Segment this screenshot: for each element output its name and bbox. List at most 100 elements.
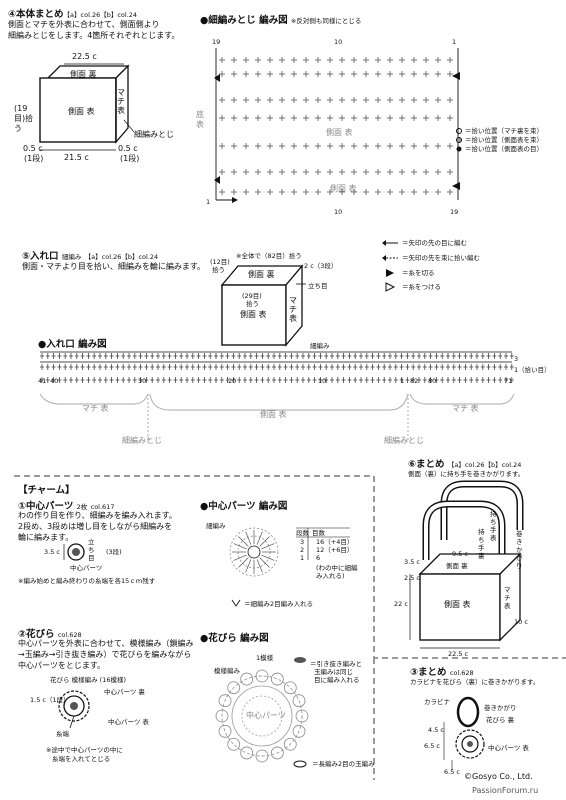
section4-desc2: 細編みとじをします。4箇所それぞれとじます。 <box>8 31 180 40</box>
label-side-front-chart2: 側面 表 <box>330 184 357 193</box>
center-stitch <box>259 536 270 547</box>
p2-title: ②花びら col.628 <box>18 629 82 640</box>
petal-lobe <box>283 681 297 695</box>
d65b: 6.5 c <box>444 768 460 776</box>
row-1: 1（拾い目） <box>514 366 551 374</box>
label-pick19: (19目)拾う <box>14 104 34 133</box>
center-stitch <box>261 554 275 561</box>
center-front: 中心パーツ 表 <box>488 744 529 752</box>
p1-d3: 輪に編みます。 <box>18 533 74 542</box>
karabina: カラビナ <box>424 698 450 706</box>
seam-b1: 1 <box>206 198 211 206</box>
petal-lobe <box>255 749 269 763</box>
center-stitch <box>238 536 249 547</box>
p1-start: 立ち目 <box>88 538 95 562</box>
seam-n1: 1 <box>452 38 457 46</box>
row2-n: 2 <box>300 546 305 554</box>
petal-lobe <box>218 724 232 738</box>
section5-note: ※全体で（82目）拾う <box>236 252 302 260</box>
p1-label: 中心パーツ <box>70 564 103 572</box>
petal-note2: 玉編みは同じ <box>314 668 353 676</box>
label-pick-b: 拾う <box>246 300 259 308</box>
side-back-6: 側面 裏 <box>446 562 468 570</box>
center-stitch <box>233 543 247 550</box>
petal-lobe <box>240 746 254 760</box>
label-gusset: マチ 表 <box>117 88 125 115</box>
p2-note2: 糸端を入れてとじる <box>52 755 111 763</box>
petal-lobe <box>283 737 297 751</box>
dim-1rowb: (1段) <box>120 154 140 163</box>
legend-3: ＝拾い位置（側面表の目） <box>465 145 543 153</box>
entrance-n30: 30 <box>138 377 147 385</box>
th-rows: 段数 <box>296 529 309 537</box>
d225: 22.5 c <box>448 650 469 658</box>
label-side-front: 側面 表 <box>68 107 95 116</box>
petal-bottom: ＝長編み2目の玉編み <box>312 760 375 768</box>
center-sc: 細編み <box>206 522 226 530</box>
center-stitch <box>259 557 270 568</box>
label-12: (12目) <box>210 258 230 266</box>
section4-desc1: 側面とマチを外表に合わせて、側面側より <box>8 20 160 29</box>
petal-lobe <box>255 669 269 683</box>
label-bottom: 底 表 <box>196 110 204 129</box>
ring-note: (わの中に細編み入れる) <box>316 564 358 580</box>
legend-2: ＝拾い位置（側面表を束） <box>465 136 543 144</box>
row1-v: 6 <box>316 554 321 562</box>
petal-lobe <box>292 724 306 738</box>
section5-desc: 側面・マチより目を拾い、細編みを輪に編みます。 <box>22 262 206 271</box>
charm-title: 【チャーム】 <box>18 485 75 496</box>
copyright: ©Gosyo Co., Ltd. <box>464 772 533 781</box>
petal-center: 中心パーツ <box>246 711 286 720</box>
label-29: (29目) <box>242 292 262 300</box>
row3-v: 16（+4目） <box>316 538 354 546</box>
dim-1row: (1段) <box>24 154 44 163</box>
center-stitch <box>256 559 263 573</box>
label-seam: 細編みとじ <box>134 130 174 139</box>
row1-n: 1 <box>300 554 305 562</box>
symbol-2: ＝矢印の先を束に拾い編む <box>402 254 480 262</box>
dim-05b: 0.5 c <box>118 144 138 153</box>
dim-05a: 0.5 c <box>23 144 43 153</box>
section3-desc: カラビナを花びら（裏）に巻きかがります。 <box>410 678 540 686</box>
symbol-3: ＝糸を切る <box>402 269 435 277</box>
watermark: PassionForum.ru <box>472 786 539 795</box>
petal-lobe <box>218 694 232 708</box>
label-2c: 2 c（3段） <box>304 262 338 270</box>
center-chart-title: ●中心パーツ 編み図 <box>200 501 288 512</box>
symbol-4: ＝糸をつける <box>402 283 441 291</box>
petal-lobe <box>240 672 254 686</box>
seam-chart-title: ●細編みとじ 編み図 ※反対側も同様にとじる <box>200 15 362 26</box>
p1-d2: 2段め、3段めは増し目をしながら細編みを <box>18 522 173 531</box>
p2-l1: 花びら 模様編み (16模様) <box>50 676 126 684</box>
center-stitch <box>233 554 247 561</box>
label-side-back: 側面 裏 <box>70 70 97 79</box>
p2-d1: 中心パーツを外表に合わせて、模様編み（鎖編み <box>18 639 194 648</box>
petal-lobe <box>227 737 241 751</box>
d35: 3.5 c <box>404 558 420 566</box>
entrance-n40: 40 <box>50 377 59 385</box>
p2-d3: 中心パーツをとじます。 <box>18 661 106 670</box>
label-side-back-5: 側面 裏 <box>248 270 275 279</box>
entrance-gusset2: マチ 表 <box>452 404 479 413</box>
p1-dim: 3.5 c <box>44 548 60 556</box>
petal-pat: 模様編み <box>214 667 240 675</box>
seam-b10: 10 <box>334 208 343 216</box>
d45: 4.5 c <box>428 726 444 734</box>
entrance-gusset: マチ 表 <box>82 404 109 413</box>
p2-end: 糸端 <box>56 730 69 738</box>
d10: 10 c <box>514 618 528 626</box>
handle-front: 持ち手 表 <box>490 510 497 542</box>
petal-lobe <box>227 681 241 695</box>
d25: 2.5 c <box>404 574 420 582</box>
p2-front: 中心パーツ 表 <box>108 718 149 726</box>
section6-desc: 側面（裏）に持ち手を巻きかがります。 <box>408 470 525 478</box>
entrance-chart-title: ●入れ口 編み図 <box>38 339 107 350</box>
petal-note3: 目に編み入れる <box>314 676 360 684</box>
